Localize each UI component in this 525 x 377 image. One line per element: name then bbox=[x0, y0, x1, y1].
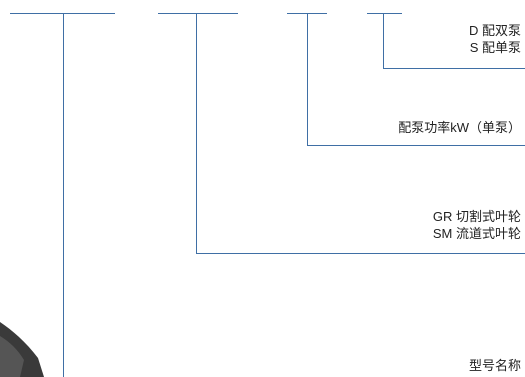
label-single-pump: S 配单泵 bbox=[469, 40, 521, 55]
label-impeller-sm: SM 流道式叶轮 bbox=[432, 226, 521, 241]
label-pump-power: 配泵功率kW（单泵） bbox=[398, 120, 521, 135]
product-photo-highlight bbox=[0, 336, 24, 377]
label-model-name: 型号名称 bbox=[468, 358, 521, 373]
label-double-pump: D 配双泵 bbox=[468, 23, 521, 38]
label-impeller-gr: GR 切割式叶轮 bbox=[432, 209, 521, 224]
